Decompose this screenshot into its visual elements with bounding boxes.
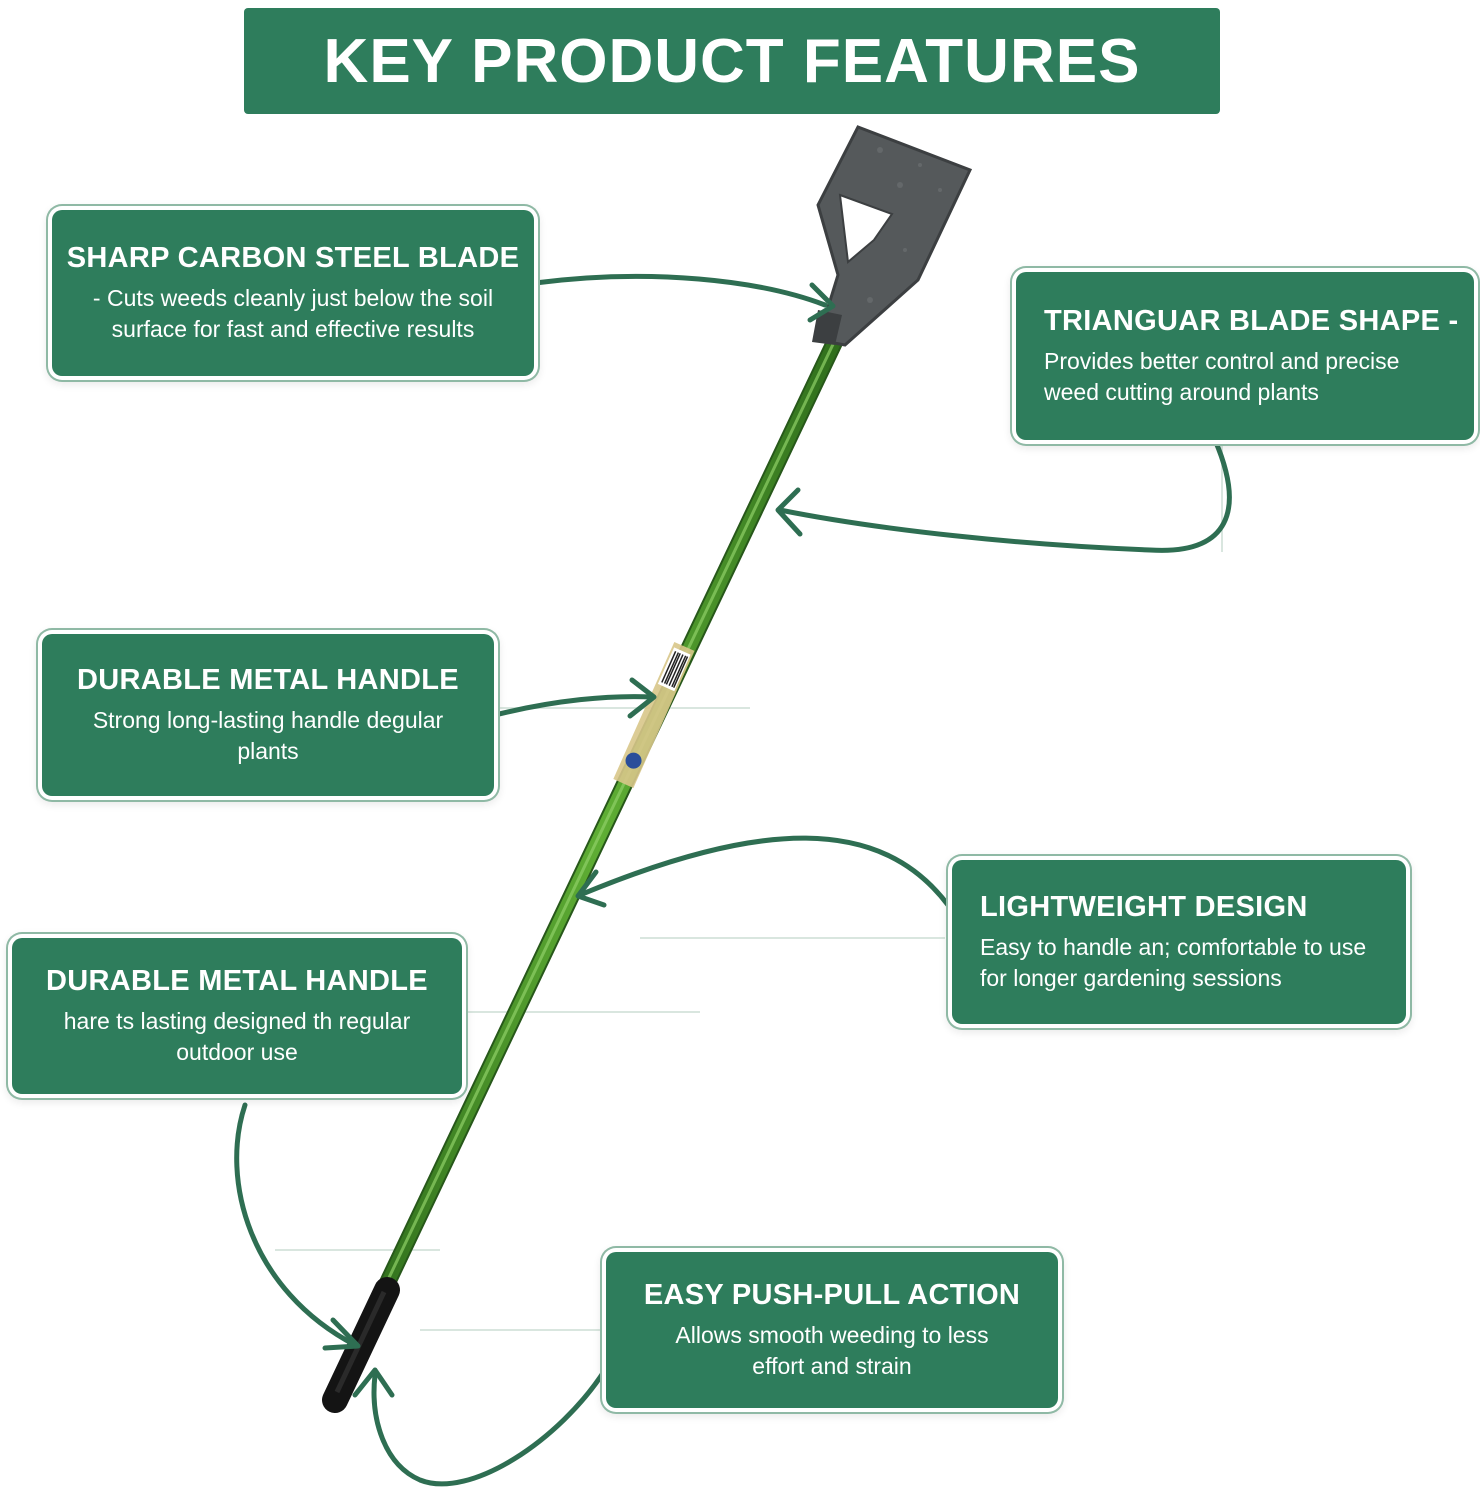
feature-card-durable-handle-2: DURABLE METAL HANDLE hare ts lasting des… — [12, 938, 462, 1094]
feature-description: Allows smooth weeding to less effort and… — [675, 1321, 989, 1379]
feature-title: SHARP CARBON STEEL BLADE — [66, 241, 520, 274]
feature-title: DURABLE METAL HANDLE — [77, 663, 459, 696]
arrow-triangular-blade — [777, 437, 1232, 553]
hoe-grip — [322, 1277, 400, 1413]
hoe-blade — [812, 125, 973, 347]
feature-card-sharp-blade: SHARP CARBON STEEL BLADE - Cuts weeds cl… — [52, 210, 534, 376]
hoe-shaft — [356, 326, 847, 1339]
feature-description: - Cuts weeds cleanly just below the soil… — [92, 284, 494, 342]
arrow-sharp-blade — [532, 273, 828, 308]
arrow-durable-handle-head — [627, 677, 657, 719]
shaft-label-sticker — [613, 641, 695, 788]
title-banner: KEY PRODUCT FEATURES — [244, 8, 1220, 114]
feature-title: EASY PUSH-PULL ACTION — [643, 1278, 1021, 1311]
feature-title: LIGHTWEIGHT DESIGN — [980, 890, 1308, 923]
feature-title: TRIANGUAR BLADE SHAPE - — [1044, 304, 1459, 337]
feature-description: Provides better control and precise weed… — [1044, 347, 1400, 405]
feature-card-lightweight-design: LIGHTWEIGHT DESIGN Easy to handle an; co… — [952, 860, 1406, 1024]
feature-description: Easy to handle an; comfortable to use fo… — [980, 933, 1367, 991]
arrow-sharp-blade-head — [807, 282, 836, 323]
feature-description: Strong long-lasting handle degular plant… — [92, 706, 444, 764]
feature-card-triangular-blade: TRIANGUAR BLADE SHAPE - Provides better … — [1016, 272, 1474, 440]
arrow-durable-handle-2-head — [322, 1317, 361, 1351]
arrow-lightweight-head — [575, 869, 607, 908]
arrow-durable-handle-2 — [234, 1102, 358, 1348]
feature-title: DURABLE METAL HANDLE — [46, 964, 428, 997]
arrow-lightweight — [577, 835, 951, 908]
arrow-push-pull — [371, 1367, 608, 1487]
feature-description: hare ts lasting designed th regular outd… — [63, 1007, 411, 1065]
arrow-triangular-blade-head — [775, 487, 803, 537]
feature-card-durable-handle: DURABLE METAL HANDLE Strong long-lasting… — [42, 634, 494, 796]
arrow-durable-handle — [492, 694, 655, 718]
page-title: KEY PRODUCT FEATURES — [323, 26, 1141, 96]
arrow-push-pull-head — [352, 1367, 395, 1398]
callout-arrows — [234, 273, 1232, 1487]
feature-card-push-pull: EASY PUSH-PULL ACTION Allows smooth weed… — [606, 1252, 1058, 1408]
